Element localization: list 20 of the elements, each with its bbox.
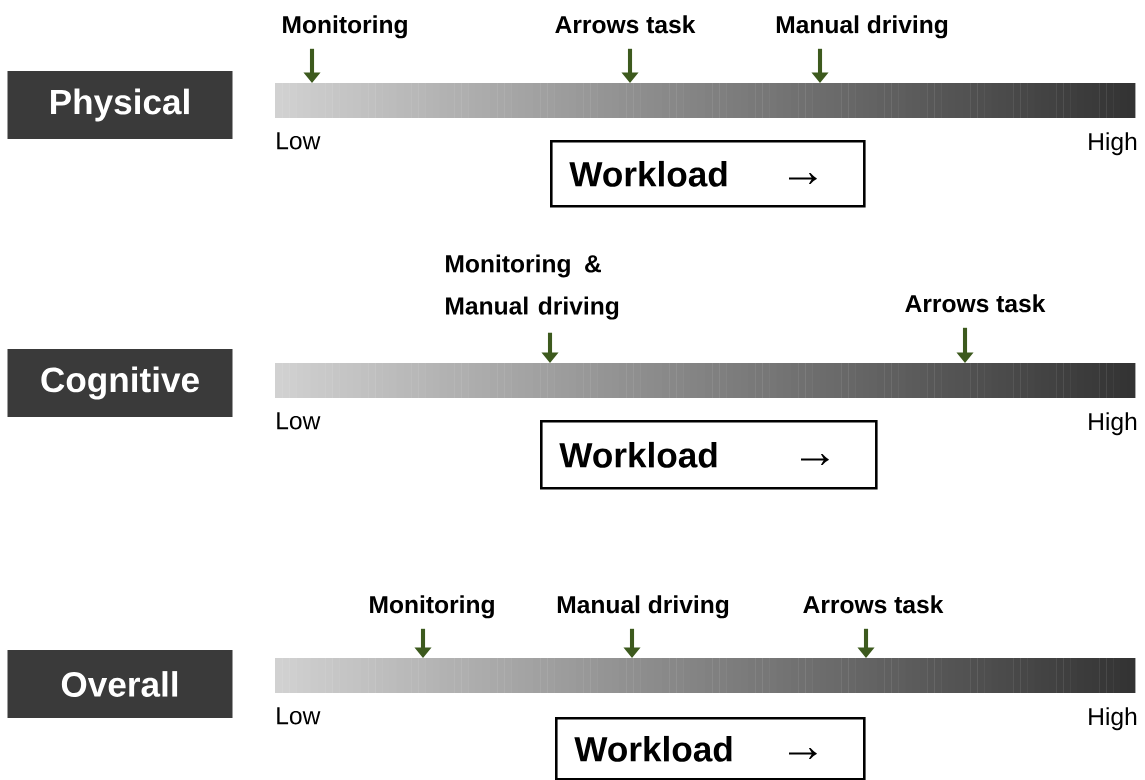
gradient-bar xyxy=(275,658,1136,693)
task-label: Arrows task xyxy=(905,294,1046,313)
task-label: Monitoring xyxy=(370,595,494,619)
task-label: Arrows task xyxy=(555,15,696,34)
workload-box: Workload → xyxy=(555,717,866,780)
task-label: Monitoring & Manual driving xyxy=(446,254,619,320)
scale-label: Low xyxy=(277,707,321,725)
task-label: Manual driving xyxy=(557,595,729,619)
workload-box: Workload → xyxy=(550,140,866,208)
task-label: Monitoring xyxy=(283,15,407,39)
category-box: Cognitive xyxy=(7,349,233,417)
workload-box: Workload → xyxy=(540,420,878,490)
task-label: Manual driving xyxy=(776,15,948,39)
category-box: Physical xyxy=(7,71,233,139)
task-label: Arrows task xyxy=(803,595,944,614)
category-box: Overall xyxy=(7,650,233,718)
scale-label: Low xyxy=(277,132,321,150)
gradient-bar xyxy=(275,363,1136,398)
gradient-bar xyxy=(275,83,1136,118)
scale-label: Low xyxy=(277,412,321,430)
